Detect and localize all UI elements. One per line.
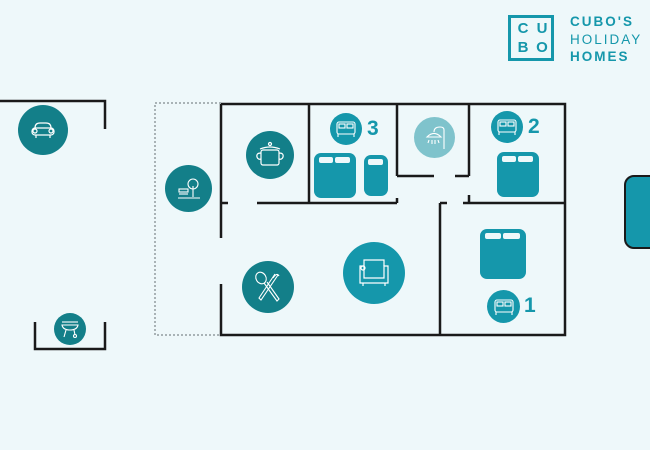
single-bed-bedroom-3 [364,155,388,196]
double-bed-bedroom-3 [314,153,356,198]
logo-line-2: HOLIDAY [570,32,643,47]
logo-letter-o: O [536,39,548,56]
barbecue-icon [54,313,86,345]
pool [624,175,650,249]
logo-box: C U B O [508,15,554,61]
shower-icon [414,117,455,158]
logo-letter-u: U [536,20,548,37]
logo-line-1: CUBO'S [570,14,634,29]
double-bed-bedroom-2 [497,152,539,197]
bedroom-3-bed-icon [330,113,362,145]
double-bed-bedroom-1 [480,229,526,279]
logo-letter-c: C [517,20,529,37]
bedroom-2-number: 2 [528,115,540,138]
garden-boundary [154,102,221,336]
bbq-wall [33,322,107,351]
bedroom-2-bed-icon [491,111,523,143]
logo-letter-b: B [517,39,529,56]
bedroom-1-bed-icon [487,290,520,323]
garden-bench-tree-icon [165,165,212,212]
cooking-pot-icon [246,131,294,179]
bedroom-3-number: 3 [367,117,379,140]
parking-wall [0,99,107,129]
house-outer-wall [219,102,567,337]
armchair-icon [343,242,405,304]
cutlery-icon [242,261,294,313]
logo-line-3: HOMES [570,49,630,64]
bedroom-1-number: 1 [524,294,536,317]
car-icon [18,105,68,155]
